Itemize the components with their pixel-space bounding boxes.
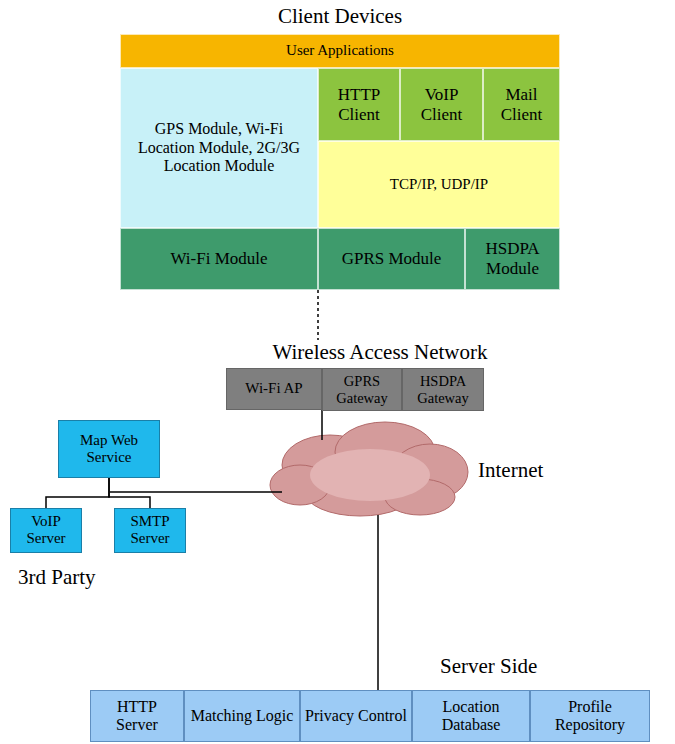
component-box: GPRS Module — [318, 228, 465, 290]
box-label: HSDPA Gateway — [403, 371, 483, 408]
tree-connector — [46, 478, 109, 508]
component-box: VoIP Client — [400, 68, 483, 141]
component-box: Matching Logic — [184, 690, 300, 742]
box-label: GPS Module, Wi-Fi Location Module, 2G/3G… — [121, 118, 317, 177]
section-heading: 3rd Party — [18, 565, 96, 590]
component-box: HTTP Server — [90, 690, 184, 742]
component-box: User Applications — [120, 34, 560, 68]
section-heading: Internet — [478, 458, 543, 483]
box-label: Mail Client — [484, 83, 559, 126]
box-label: GPRS Gateway — [323, 371, 401, 408]
component-box: Wi-Fi AP — [226, 368, 322, 410]
box-label: Wi-Fi AP — [241, 378, 306, 399]
component-box: Mail Client — [483, 68, 560, 141]
component-box: Wi-Fi Module — [120, 228, 318, 290]
component-box: SMTP Server — [114, 508, 186, 553]
component-box: Map Web Service — [58, 420, 160, 478]
box-label: Privacy Control — [301, 705, 411, 727]
box-label: VoIP Client — [401, 83, 482, 126]
component-box: Privacy Control — [300, 690, 412, 742]
component-box: VoIP Server — [10, 508, 82, 553]
box-label: HSDPA Module — [466, 237, 559, 280]
component-box: TCP/IP, UDP/IP — [318, 141, 560, 228]
box-label: SMTP Server — [115, 511, 185, 550]
box-label: Profile Repository — [531, 696, 649, 737]
component-box: GPS Module, Wi-Fi Location Module, 2G/3G… — [120, 68, 318, 228]
box-label: VoIP Server — [11, 511, 81, 550]
box-label: TCP/IP, UDP/IP — [386, 174, 492, 195]
box-label: HTTP Server — [91, 696, 183, 737]
tree-connector — [109, 478, 150, 508]
component-box: HSDPA Module — [465, 228, 560, 290]
component-box: Profile Repository — [530, 690, 650, 742]
section-heading: Server Side — [440, 654, 537, 679]
server-link — [377, 515, 379, 690]
component-box: GPRS Gateway — [322, 368, 402, 411]
section-heading: Wireless Access Network — [273, 340, 488, 365]
box-label: User Applications — [282, 40, 398, 61]
internet-cloud — [270, 422, 468, 516]
dotted-link — [317, 290, 319, 340]
component-box: HTTP Client — [318, 68, 400, 141]
component-box: Location Database — [412, 690, 530, 742]
box-label: Wi-Fi Module — [166, 247, 271, 271]
box-label: Map Web Service — [59, 430, 159, 469]
box-label: Location Database — [413, 696, 529, 737]
section-heading: Client Devices — [278, 4, 402, 29]
component-box: HSDPA Gateway — [402, 368, 484, 411]
box-label: Matching Logic — [187, 705, 298, 727]
box-label: HTTP Client — [319, 83, 399, 126]
box-label: GPRS Module — [338, 247, 446, 271]
access-link — [321, 410, 323, 440]
third-party-link — [110, 491, 282, 493]
